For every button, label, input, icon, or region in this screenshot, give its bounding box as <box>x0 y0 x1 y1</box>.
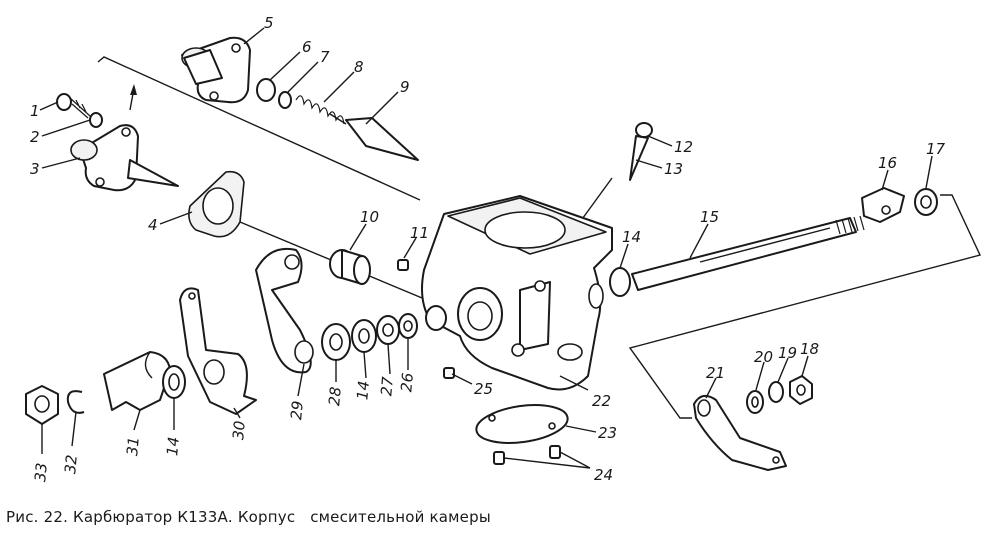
part-29-lever <box>255 248 314 374</box>
label-9: 9 <box>400 78 410 96</box>
part-11-screw <box>397 259 409 271</box>
carburetor-exploded-diagram: 1 2 3 4 5 6 7 8 9 10 11 12 13 14 15 16 1… <box>25 14 981 484</box>
label-8: 8 <box>354 58 364 76</box>
label-14-right: 14 <box>622 228 641 246</box>
label-14-left: 14 <box>163 436 183 457</box>
label-12: 12 <box>674 138 693 156</box>
label-3: 3 <box>30 160 40 178</box>
label-23: 23 <box>598 424 617 442</box>
part-26-washer <box>398 313 418 339</box>
part-23-cover-plate <box>475 404 569 444</box>
part-5-housing <box>181 36 251 104</box>
part-28-washer <box>321 323 351 361</box>
label-21: 21 <box>706 364 725 382</box>
part-9-needle <box>329 113 419 161</box>
part-21-lever <box>693 394 787 471</box>
label-24: 24 <box>594 466 613 484</box>
label-13: 13 <box>664 160 683 178</box>
part-15-throttle-shaft <box>631 215 865 291</box>
part-4-gasket <box>188 170 245 238</box>
part-14-washer-left <box>162 365 186 399</box>
label-10: 10 <box>360 208 379 226</box>
label-32: 32 <box>61 454 81 475</box>
label-1: 1 <box>30 102 40 120</box>
part-14-bushing-right <box>609 267 631 297</box>
label-22: 22 <box>592 392 611 410</box>
label-26: 26 <box>397 372 417 393</box>
part-16-lever <box>861 187 905 223</box>
part-10-bushing <box>329 249 371 285</box>
label-2: 2 <box>30 128 40 146</box>
label-5: 5 <box>264 14 274 32</box>
label-16: 16 <box>878 154 897 172</box>
part-30-bracket <box>179 287 257 415</box>
label-33: 33 <box>31 462 51 483</box>
part-2-washer <box>89 112 103 128</box>
part-14-washer-middle <box>351 319 377 353</box>
part-8-spring <box>295 95 345 125</box>
label-11: 11 <box>410 224 429 242</box>
label-7: 7 <box>320 48 330 66</box>
leader-lines <box>39 27 933 469</box>
label-19: 19 <box>778 344 797 362</box>
label-15: 15 <box>700 208 719 226</box>
part-7-ring <box>278 91 292 109</box>
part-17-nut <box>914 188 938 216</box>
label-17: 17 <box>926 140 946 158</box>
part-32-clip <box>66 390 85 414</box>
part-18-nut <box>789 375 813 405</box>
part-31-lever <box>103 351 171 411</box>
part-number-labels: 1 2 3 4 5 6 7 8 9 10 11 12 13 14 15 16 1… <box>30 14 946 484</box>
label-27: 27 <box>377 376 397 397</box>
label-18: 18 <box>800 340 819 358</box>
label-20: 20 <box>754 348 773 366</box>
label-29: 29 <box>287 400 307 421</box>
part-25-screw <box>443 367 455 379</box>
label-4: 4 <box>148 216 158 234</box>
label-14-middle: 14 <box>353 380 373 401</box>
part-20-washer <box>746 390 764 414</box>
label-28: 28 <box>325 386 345 407</box>
part-12-13-screw <box>629 122 653 181</box>
part-3-housing <box>70 124 179 192</box>
part-1-screw <box>56 93 91 119</box>
part-33-nut <box>25 385 59 425</box>
label-30: 30 <box>229 420 249 441</box>
part-27-washer <box>376 315 400 345</box>
label-25: 25 <box>474 380 493 398</box>
label-31: 31 <box>123 436 143 457</box>
figure-caption: Рис. 22. Карбюратор К133А. Корпус смесит… <box>6 508 491 526</box>
part-22-chamber-body <box>421 195 613 391</box>
part-6-washer <box>256 78 276 102</box>
label-6: 6 <box>302 38 312 56</box>
part-19-washer <box>768 381 784 403</box>
